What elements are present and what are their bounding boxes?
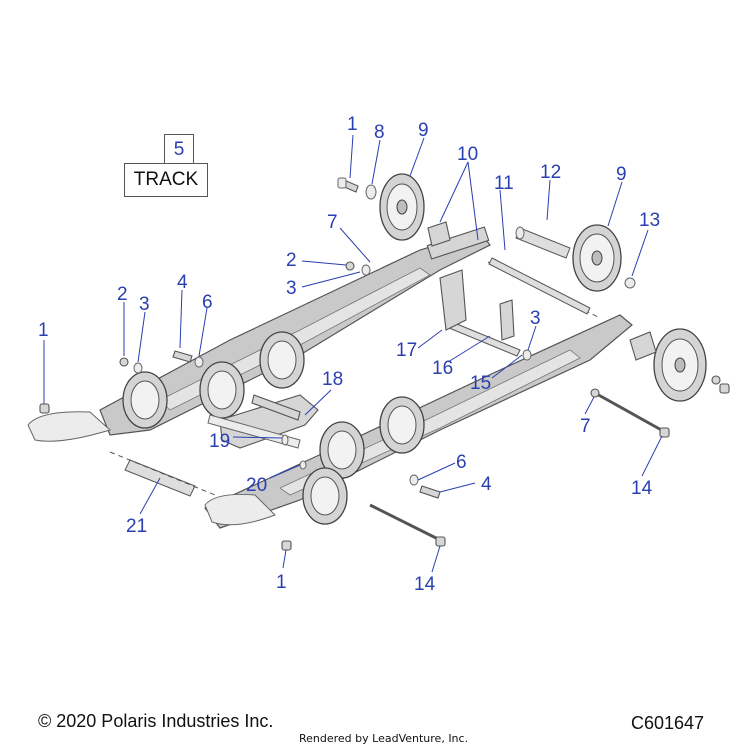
vertical-bracket-2 (499, 299, 515, 341)
callout-2-top: 2 (286, 250, 297, 271)
callout-7-top: 7 (327, 212, 338, 233)
callout-13: 13 (639, 210, 660, 231)
callout-14-bottom: 14 (414, 574, 436, 595)
track-callout-number-box: 5 (164, 134, 194, 164)
callout-1-left: 1 (38, 320, 49, 341)
diagram-code: C601647 (631, 713, 705, 733)
callout-6-lower: 6 (456, 452, 467, 473)
callout-9-right: 9 (616, 164, 627, 185)
callout-11: 11 (494, 173, 514, 194)
track-callout-box: TRACK (124, 163, 208, 197)
callout-21: 21 (126, 516, 147, 537)
callout-8: 8 (374, 122, 385, 143)
callout-18: 18 (322, 369, 343, 390)
callout-7-right: 7 (580, 416, 591, 437)
callout-9-left: 9 (418, 120, 429, 141)
rail-tip-rear (27, 411, 111, 442)
callout-4-lower: 4 (481, 474, 492, 495)
callout-2-left: 2 (117, 284, 128, 305)
callout-15: 15 (470, 373, 491, 394)
callout-1-top: 1 (347, 114, 358, 135)
rendered-by-text: Rendered by LeadVenture, Inc. (299, 732, 469, 745)
callout-1-bottom: 1 (276, 572, 287, 593)
bracket-right (629, 331, 657, 361)
track-callout-number: 5 (173, 139, 185, 160)
callout-16: 16 (432, 358, 453, 379)
callout-17: 17 (396, 340, 417, 361)
callout-4-left: 4 (177, 272, 188, 293)
callout-3-top: 3 (286, 278, 297, 299)
callout-10: 10 (457, 144, 478, 165)
callout-6-left: 6 (202, 292, 213, 313)
callout-20: 20 (246, 475, 267, 496)
copyright-text: © 2020 Polaris Industries Inc. (38, 711, 274, 731)
idler-wheels (122, 173, 707, 525)
callout-3-right: 3 (530, 308, 541, 329)
rail-tip-front (204, 494, 276, 526)
track-callout-label: TRACK (133, 169, 199, 190)
vertical-bracket (439, 269, 467, 331)
leader-lines (43, 134, 663, 573)
scissor-arm-assembly (207, 394, 319, 449)
bracket-10 (427, 221, 451, 247)
callout-19: 19 (209, 431, 230, 452)
callout-3-left: 3 (139, 294, 150, 315)
callout-12: 12 (540, 162, 561, 183)
hardware (39, 177, 730, 551)
callout-labels: 1 8 9 10 11 12 9 13 7 2 3 2 3 4 6 1 3 17… (38, 114, 660, 595)
callout-14-right: 14 (631, 478, 653, 499)
